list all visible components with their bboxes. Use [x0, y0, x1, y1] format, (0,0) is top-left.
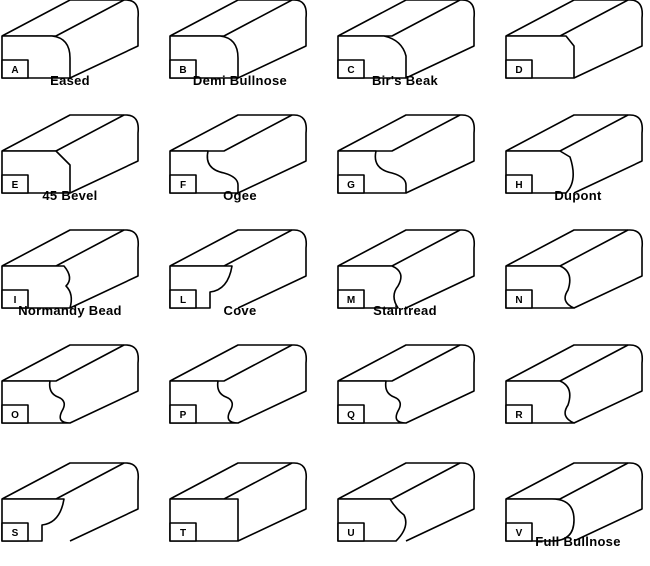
letter-box [505, 522, 533, 542]
letter-box [1, 59, 29, 79]
slab-outline [1, 0, 140, 79]
slab-outline [1, 229, 140, 309]
letter-box [505, 404, 533, 424]
letter-box [337, 289, 365, 309]
profile-v: V [505, 462, 644, 542]
slab-outline [169, 344, 308, 424]
profile-letter: P [180, 410, 187, 421]
profile-letter: U [347, 528, 354, 539]
letter-box [1, 404, 29, 424]
letter-box [169, 59, 197, 79]
profile-letter: R [515, 410, 523, 421]
letter-box [337, 404, 365, 424]
profile-caption-m: Stairtread [373, 303, 437, 318]
slab-outline [505, 344, 644, 424]
profile-letter: S [12, 528, 19, 539]
profile-t: T [169, 462, 308, 542]
profile-letter: L [180, 295, 186, 306]
letter-box [337, 174, 365, 194]
profile-n: N [505, 229, 644, 309]
slab-outline [505, 114, 644, 194]
letter-box [337, 522, 365, 542]
profile-e: E [1, 114, 140, 194]
slab-outline [169, 229, 308, 309]
profile-l: L [169, 229, 308, 309]
profile-b: B [169, 0, 308, 79]
profile-g: G [337, 114, 476, 194]
profile-caption-l: Cove [223, 303, 257, 318]
letter-box [1, 289, 29, 309]
profile-caption-b: Demi Bullnose [192, 73, 288, 88]
profile-h: H [505, 114, 644, 194]
profile-letter: F [180, 180, 186, 191]
letter-box [505, 289, 533, 309]
profile-letter: A [11, 65, 18, 76]
profile-s: S [1, 462, 140, 542]
letter-box [169, 522, 197, 542]
profile-letter: B [179, 65, 186, 76]
letter-box [505, 174, 533, 194]
profile-r: R [505, 344, 644, 424]
slab-outline [337, 462, 476, 542]
slab-outline [337, 114, 476, 194]
profile-q: Q [337, 344, 476, 424]
profile-letter: M [347, 295, 355, 306]
profile-u: U [337, 462, 476, 542]
profile-caption-i: Normandy Bead [18, 303, 122, 318]
slab-outline [169, 0, 308, 79]
profile-letter: C [347, 65, 354, 76]
profile-caption-a: Eased [50, 73, 90, 88]
profile-p: P [169, 344, 308, 424]
profile-letter: I [14, 295, 17, 306]
slab-outline [169, 114, 308, 194]
profile-letter: O [11, 410, 19, 421]
letter-box [337, 59, 365, 79]
profile-c: C [337, 0, 476, 79]
profile-letter: N [515, 295, 522, 306]
profile-letter: H [515, 180, 522, 191]
slab-outline [337, 0, 476, 79]
profile-caption-f: Ogee [223, 188, 257, 203]
slab-outline [1, 344, 140, 424]
profile-d: D [505, 0, 644, 79]
profile-caption-e: 45 Bevel [42, 188, 98, 203]
profile-i: I [1, 229, 140, 309]
profile-letter: V [516, 528, 523, 539]
profile-f: F [169, 114, 308, 194]
slab-outline [505, 462, 644, 542]
letter-box [1, 174, 29, 194]
profile-o: O [1, 344, 140, 424]
letter-box [169, 404, 197, 424]
profile-letter: T [180, 528, 186, 539]
profile-letter: E [12, 180, 19, 191]
slab-outline [1, 114, 140, 194]
letter-box [169, 174, 197, 194]
slab-outline [1, 462, 140, 542]
slab-outline [505, 229, 644, 309]
profile-caption-v: Full Bullnose [535, 534, 621, 549]
profile-a: A [1, 0, 140, 79]
slab-outline [337, 344, 476, 424]
letter-box [1, 522, 29, 542]
profile-caption-h: Dupont [554, 188, 602, 203]
profile-letter: D [515, 65, 522, 76]
slab-outline [337, 229, 476, 309]
profile-letter: G [347, 180, 355, 191]
letter-box [169, 289, 197, 309]
profile-caption-c: Bir's Beak [371, 73, 439, 88]
profile-letter: Q [347, 410, 355, 421]
profile-m: M [337, 229, 476, 309]
letter-box [505, 59, 533, 79]
slab-outline [505, 0, 644, 79]
